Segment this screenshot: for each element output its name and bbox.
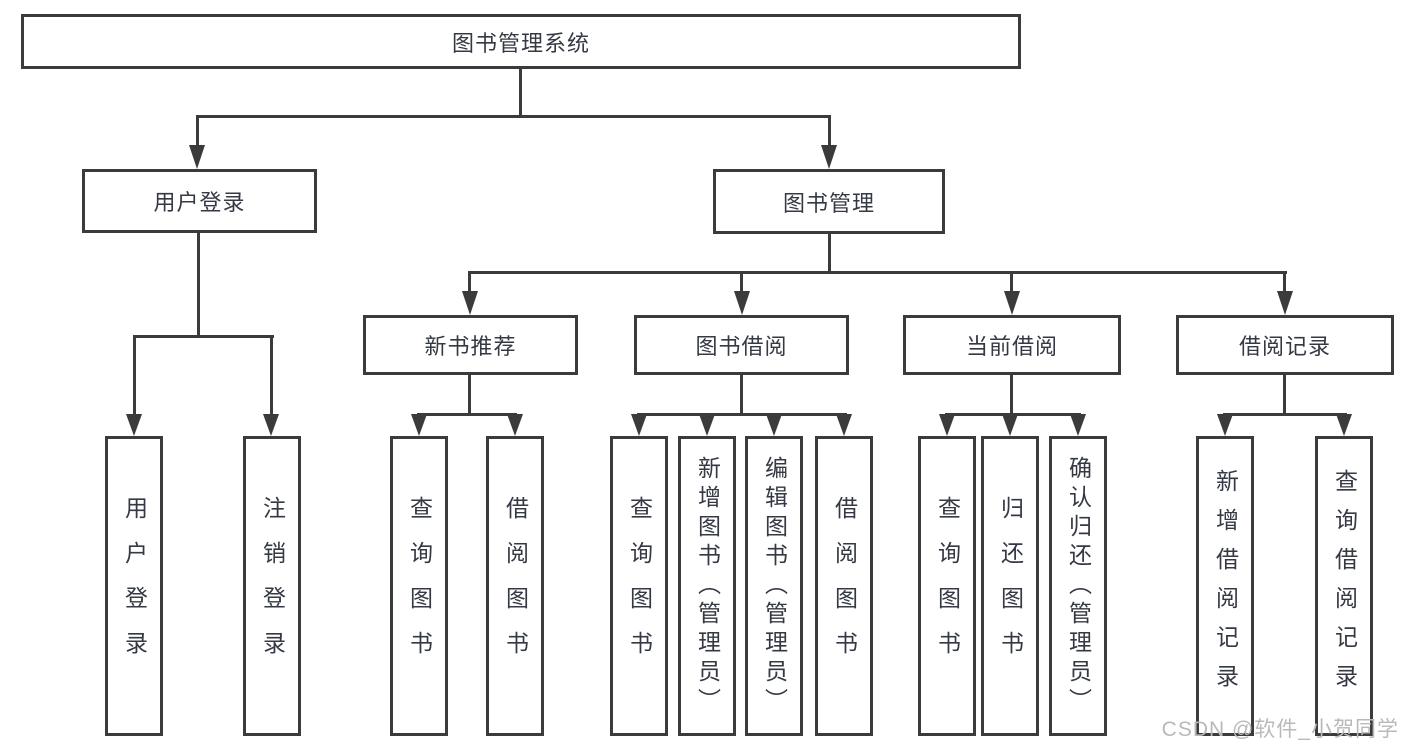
box-leaf-borrow-books-b: 借阅图书 [815,436,873,736]
edge-root-stem [519,69,522,117]
box-leaf-confirm-return-admin-label: 确认归还（管理员） [1065,455,1092,717]
edge-to-book-management [828,115,831,145]
arrowhead-new-book [462,291,478,315]
arrowhead-leaf-query-record [1336,414,1352,436]
box-current-borrowing-label: 当前借阅 [965,334,1058,359]
arrowhead-leaf-borrow-books-b [836,414,852,436]
arrowhead-book-borrow [734,291,750,315]
box-leaf-query-books-c-label: 查询图书 [934,496,961,676]
box-borrowing-records: 借阅记录 [1176,315,1394,375]
edge-borrow-records-bus [1223,413,1347,416]
box-leaf-query-borrow-record: 查询借阅记录 [1315,436,1373,736]
arrowhead-leaf-confirm-return [1070,414,1086,436]
arrowhead-leaf-edit-books [766,414,782,436]
edge-borrow-records-stem [1283,375,1286,415]
box-book-management-label: 图书管理 [782,190,875,216]
arrowhead-leaf-logout [263,414,279,436]
arrowhead-leaf-return-books [1002,414,1018,436]
box-leaf-add-books-admin-label: 新增图书（管理员） [694,455,721,717]
box-leaf-edit-books-admin-label: 编辑图书（管理员） [761,455,788,717]
edge-to-leaf-user-login [133,335,136,415]
box-leaf-borrow-books-a: 借阅图书 [486,436,544,736]
arrowhead-leaf-query-books-a [411,414,427,436]
box-leaf-return-books-label: 归还图书 [997,496,1024,676]
edge-user-login-bus [133,335,274,338]
watermark: CSDN @软件_小贺同学 [1161,718,1399,741]
arrowhead-leaf-add-books [699,414,715,436]
box-new-book-recommend-label: 新书推荐 [424,334,517,359]
edge-level2-bus [196,115,831,118]
arrowhead-leaf-user-login [126,414,142,436]
box-leaf-logout-label: 注销登录 [259,496,286,676]
box-leaf-query-borrow-record-label: 查询借阅记录 [1331,469,1358,703]
edge-to-user-login [196,115,199,145]
edge-new-book-bus [417,413,517,416]
box-leaf-confirm-return-admin: 确认归还（管理员） [1049,436,1107,736]
box-leaf-user-login: 用户登录 [105,436,163,736]
edge-to-current-borrow [1010,271,1013,293]
box-leaf-add-books-admin: 新增图书（管理员） [678,436,736,736]
box-leaf-borrow-books-a-label: 借阅图书 [502,496,529,676]
box-new-book-recommend: 新书推荐 [363,315,578,375]
edge-level3-bus [468,271,1287,274]
arrowhead-borrow-records [1277,291,1293,315]
box-leaf-query-books-a: 查询图书 [390,436,448,736]
edge-user-login-stem [197,233,200,337]
arrowhead-user-login [189,145,205,169]
box-current-borrowing: 当前借阅 [903,315,1121,375]
box-leaf-query-books-b: 查询图书 [610,436,668,736]
box-book-borrowing-label: 图书借阅 [695,334,788,359]
box-leaf-query-books-b-label: 查询图书 [626,496,653,676]
box-leaf-borrow-books-b-label: 借阅图书 [831,496,858,676]
edge-book-management-stem [828,233,831,273]
box-leaf-logout: 注销登录 [243,436,301,736]
box-book-borrowing: 图书借阅 [634,315,849,375]
edge-book-borrow-bus [637,413,847,416]
box-leaf-return-books: 归还图书 [981,436,1039,736]
edge-to-leaf-logout [270,335,273,415]
box-user-login-label: 用户登录 [153,190,246,215]
box-system-root-label: 图书管理系统 [451,30,590,56]
box-leaf-query-books-c: 查询图书 [918,436,976,736]
edge-book-borrow-stem [740,375,743,415]
arrowhead-book-management [821,145,837,169]
box-leaf-edit-books-admin: 编辑图书（管理员） [745,436,803,736]
box-borrowing-records-label: 借阅记录 [1238,334,1331,359]
box-leaf-add-borrow-record-label: 新增借阅记录 [1212,469,1239,703]
arrowhead-current-borrow [1004,291,1020,315]
box-system-root: 图书管理系统 [21,14,1021,69]
box-user-login: 用户登录 [82,169,317,233]
edge-current-borrow-stem [1010,375,1013,415]
arrowhead-leaf-borrow-books-a [507,414,523,436]
arrowhead-leaf-query-books-c [939,414,955,436]
edge-to-book-borrow [740,271,743,293]
box-leaf-user-login-label: 用户登录 [121,496,148,676]
edge-to-new-book [468,271,471,293]
box-book-management: 图书管理 [713,169,945,234]
box-leaf-add-borrow-record: 新增借阅记录 [1196,436,1254,736]
arrowhead-leaf-add-record [1217,414,1233,436]
edge-new-book-stem [468,375,471,415]
arrowhead-leaf-query-books-b [631,414,647,436]
box-leaf-query-books-a-label: 查询图书 [406,496,433,676]
edge-to-borrow-records [1283,271,1286,293]
